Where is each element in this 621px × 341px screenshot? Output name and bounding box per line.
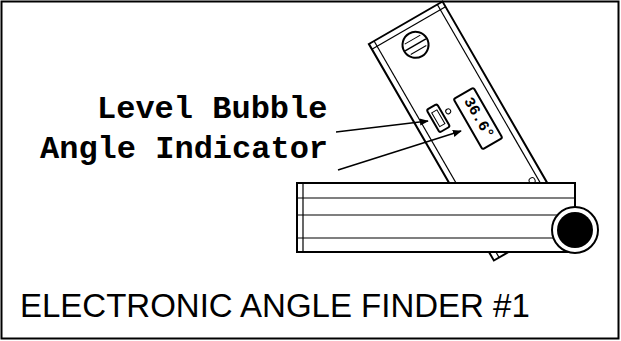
part-label: Angle Indicator xyxy=(38,132,330,168)
pivot xyxy=(552,207,598,253)
bottom-arm xyxy=(297,183,575,252)
leader-line xyxy=(338,131,461,170)
level-bubble xyxy=(427,100,458,133)
leader-line xyxy=(336,121,428,132)
top-vial xyxy=(398,27,434,63)
caption: ELECTRONIC ANGLE FINDER #1 xyxy=(20,287,530,325)
part-label: Level Bubble xyxy=(95,92,329,128)
